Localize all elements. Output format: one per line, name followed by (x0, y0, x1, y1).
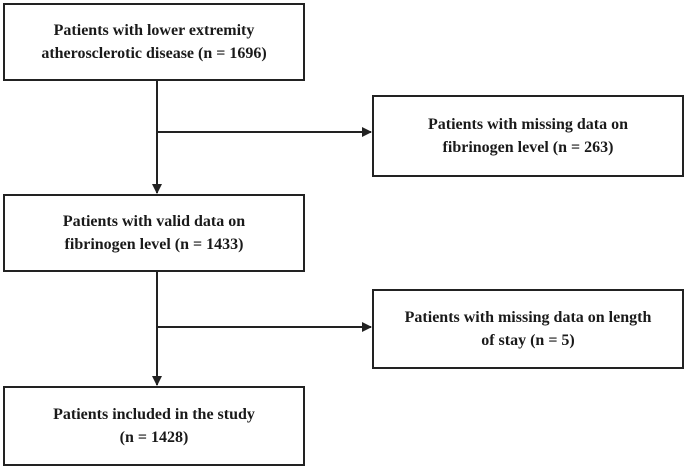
box-missing-length-of-stay: Patients with missing data on length of … (372, 289, 684, 369)
box-missing-fibrinogen-line1: Patients with missing data on (427, 116, 629, 133)
box-missing-fibrinogen: Patients with missing data on fibrinogen… (372, 95, 684, 177)
box-total-patients: Patients with lower extremity atheroscle… (3, 3, 305, 81)
box-included-patients-line2: (n = 1428) (119, 429, 189, 446)
box-valid-fibrinogen-line2: fibrinogen level (n = 1433) (64, 236, 244, 253)
box-missing-length-of-stay-line1: Patients with missing data on length (404, 309, 652, 326)
box-included-patients: Patients included in the study (n = 1428… (3, 386, 305, 466)
box-total-patients-line1: Patients with lower extremity (53, 22, 255, 39)
box-missing-length-of-stay-line2: of stay (n = 5) (481, 332, 575, 349)
box-total-patients-line2: atherosclerotic disease (n = 1696) (41, 45, 267, 62)
box-included-patients-line1: Patients included in the study (53, 406, 255, 423)
box-valid-fibrinogen: Patients with valid data on fibrinogen l… (3, 194, 305, 272)
box-valid-fibrinogen-line1: Patients with valid data on (62, 213, 246, 230)
box-missing-fibrinogen-line2: fibrinogen level (n = 263) (442, 139, 614, 156)
